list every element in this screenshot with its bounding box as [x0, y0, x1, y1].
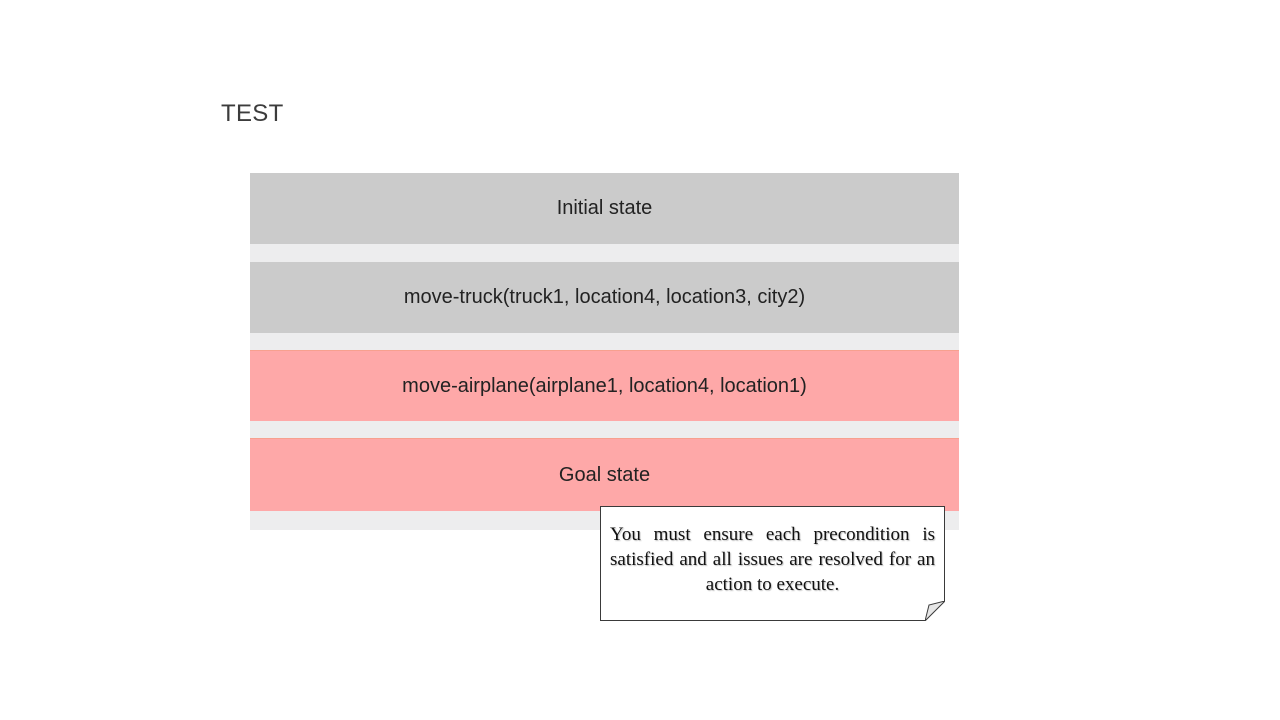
sticky-note: You must ensure each precondition is sat… [600, 506, 945, 621]
note-text: You must ensure each precondition is sat… [610, 524, 935, 595]
plan-step-label: move-airplane(airplane1, location4, loca… [402, 374, 807, 397]
plan-step-move-truck[interactable]: move-truck(truck1, location4, location3,… [250, 262, 959, 333]
plan-step-goal-state[interactable]: Goal state [250, 438, 959, 511]
folded-corner-icon [925, 601, 945, 621]
plan-step-label: move-truck(truck1, location4, location3,… [403, 286, 806, 308]
plan-step-move-airplane[interactable]: move-airplane(airplane1, location4, loca… [250, 350, 959, 421]
plan-panel: Initial state move-truck(truck1, locatio… [250, 173, 959, 530]
page-title: TEST [221, 100, 284, 127]
plan-step-label: Goal state [558, 463, 651, 486]
plan-step-initial-state[interactable]: Initial state [250, 173, 959, 244]
plan-step-label: Initial state [556, 197, 653, 219]
